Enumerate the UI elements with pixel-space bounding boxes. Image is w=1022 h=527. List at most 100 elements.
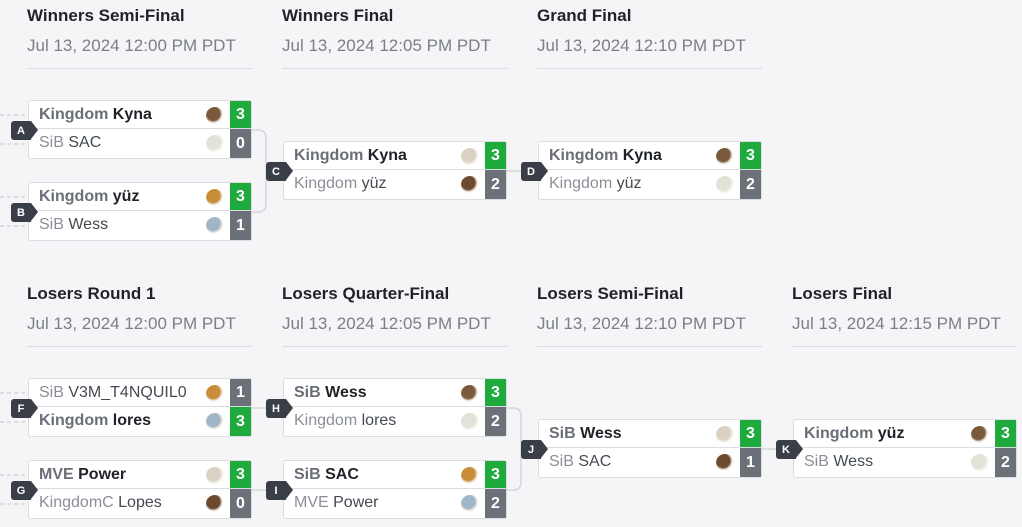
player-name: Power xyxy=(78,466,127,483)
character-avatar-icon xyxy=(971,426,989,443)
participant-row[interactable]: SiB SAC 0 xyxy=(28,129,252,159)
player-name: SAC xyxy=(68,134,102,151)
loser-score: 0 xyxy=(230,129,251,158)
player-name: SAC xyxy=(325,466,359,483)
winner-score: 3 xyxy=(740,142,761,169)
player-name: Wess xyxy=(325,384,367,401)
participant-row[interactable]: Kingdom yüz 3 xyxy=(28,182,252,211)
match-label-h[interactable]: H xyxy=(266,399,293,418)
team-prefix: Kingdom xyxy=(39,188,109,205)
participant-name: MVE Power xyxy=(39,466,126,484)
winner-score: 3 xyxy=(230,461,251,488)
loser-score: 2 xyxy=(485,170,506,199)
team-prefix: KingdomC xyxy=(39,494,114,511)
player-name: yüz xyxy=(361,175,387,192)
character-avatar-icon xyxy=(461,148,479,165)
participant-name: SiB SAC xyxy=(39,134,101,152)
participant-name: SiB Wess xyxy=(294,384,367,402)
match-label-a[interactable]: A xyxy=(11,121,38,140)
winner-score: 3 xyxy=(230,183,251,210)
match-label-d[interactable]: D xyxy=(521,162,548,181)
character-avatar-icon xyxy=(716,426,734,443)
player-name: Kyna xyxy=(112,106,152,123)
character-avatar-icon xyxy=(206,495,224,512)
participant-row[interactable]: MVE Power 3 xyxy=(28,460,252,489)
player-name: yüz xyxy=(616,175,642,192)
participant-name: KingdomC Lopes xyxy=(39,494,162,512)
participant-name: Kingdom yüz xyxy=(39,188,139,206)
player-name: Kyna xyxy=(367,147,407,164)
participant-row[interactable]: Kingdom Kyna 3 xyxy=(283,141,507,170)
participant-name: MVE Power xyxy=(294,494,378,512)
team-prefix: Kingdom xyxy=(39,412,109,429)
team-prefix: Kingdom xyxy=(294,412,358,429)
winner-score: 3 xyxy=(230,407,251,436)
match-label-i[interactable]: I xyxy=(266,481,293,500)
character-avatar-icon xyxy=(716,148,734,165)
participant-name: SiB Wess xyxy=(549,425,622,443)
player-name: SAC xyxy=(578,453,612,470)
participant-row[interactable]: Kingdom yüz 2 xyxy=(283,170,507,200)
team-prefix: SiB xyxy=(549,453,574,470)
character-avatar-icon xyxy=(206,217,224,234)
divider xyxy=(282,68,507,69)
participant-name: Kingdom lores xyxy=(39,412,151,430)
match-label-k[interactable]: K xyxy=(776,440,803,459)
character-avatar-icon xyxy=(461,176,479,193)
match-label-g[interactable]: G xyxy=(11,481,38,500)
team-prefix: SiB xyxy=(804,453,829,470)
divider xyxy=(282,346,507,347)
player-name: Lopes xyxy=(118,494,162,511)
loser-score: 2 xyxy=(485,489,506,518)
loser-score: 1 xyxy=(230,211,251,240)
character-avatar-icon xyxy=(206,189,224,206)
divider xyxy=(537,68,762,69)
team-prefix: SiB xyxy=(294,466,321,483)
character-avatar-icon xyxy=(206,413,224,430)
match-label-c[interactable]: C xyxy=(266,162,293,181)
participant-row[interactable]: SiB SAC 3 xyxy=(283,460,507,489)
player-name: Power xyxy=(333,494,379,511)
round-date: Jul 13, 2024 12:00 PM PDT xyxy=(27,314,236,333)
participant-name: Kingdom yüz xyxy=(294,175,387,193)
character-avatar-icon xyxy=(461,495,479,512)
match-label-b[interactable]: B xyxy=(11,203,38,222)
participant-row[interactable]: MVE Power 2 xyxy=(283,489,507,519)
participant-name: SiB Wess xyxy=(804,453,873,471)
participant-row[interactable]: Kingdom lores 3 xyxy=(28,407,252,437)
character-avatar-icon xyxy=(206,107,224,124)
match-label-f[interactable]: F xyxy=(11,399,38,418)
match-label-j[interactable]: J xyxy=(521,440,548,459)
participant-name: Kingdom Kyna xyxy=(294,147,407,165)
player-name: Wess xyxy=(833,453,874,470)
round-title: Losers Final xyxy=(792,284,893,303)
winner-score: 3 xyxy=(485,142,506,169)
player-name: yüz xyxy=(112,188,140,205)
winner-score: 3 xyxy=(485,461,506,488)
participant-name: SiB SAC xyxy=(549,453,611,471)
team-prefix: MVE xyxy=(294,494,329,511)
round-date: Jul 13, 2024 12:00 PM PDT xyxy=(27,36,236,55)
